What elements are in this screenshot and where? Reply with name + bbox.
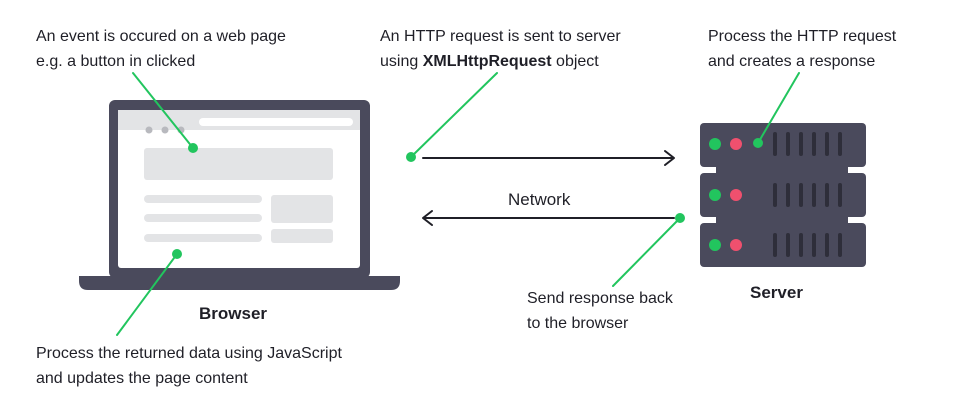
update-line-1: Process the returned data using JavaScri… bbox=[36, 345, 342, 362]
response-line-2: to the browser bbox=[527, 315, 629, 332]
network-label: Network bbox=[508, 190, 571, 209]
response-annotation: Send response back to the browser bbox=[527, 286, 673, 336]
xmlhttprequest-term: XMLHttpRequest bbox=[422, 53, 552, 70]
update-line-2: and updates the page content bbox=[36, 370, 248, 387]
process-annotation: Process the HTTP request and creates a r… bbox=[708, 24, 896, 74]
process-line-1: Process the HTTP request bbox=[708, 28, 897, 45]
event-callout-dot bbox=[188, 143, 198, 153]
request-line-2-suffix: object bbox=[551, 53, 599, 70]
request-arrowhead bbox=[664, 150, 675, 166]
response-callout-line bbox=[612, 217, 681, 287]
process-callout-dot bbox=[753, 138, 763, 148]
response-callout-dot bbox=[675, 213, 685, 223]
server-label: Server bbox=[750, 283, 803, 302]
process-callout-line bbox=[757, 72, 800, 144]
request-annotation: An HTTP request is sent to server using … bbox=[380, 24, 621, 74]
request-line-2: using XMLHttpRequest object bbox=[380, 49, 621, 74]
request-line-1: An HTTP request is sent to server bbox=[380, 28, 621, 45]
server-icon bbox=[700, 123, 866, 267]
event-callout-line bbox=[132, 72, 194, 149]
request-callout-dot bbox=[406, 152, 416, 162]
event-annotation: An event is occured on a web page e.g. a… bbox=[36, 24, 286, 74]
update-annotation: Process the returned data using JavaScri… bbox=[36, 341, 342, 391]
request-line-2-prefix: using bbox=[380, 53, 423, 70]
request-callout-line bbox=[410, 72, 498, 158]
update-callout-line bbox=[116, 253, 178, 336]
event-line-2: e.g. a button in clicked bbox=[36, 53, 196, 70]
event-line-1: An event is occured on a web page bbox=[36, 28, 286, 45]
browser-label: Browser bbox=[199, 304, 268, 323]
response-line-1: Send response back bbox=[527, 290, 673, 307]
response-arrowhead bbox=[422, 210, 433, 226]
update-callout-dot bbox=[172, 249, 182, 259]
process-line-2: and creates a response bbox=[708, 53, 876, 70]
laptop-icon bbox=[79, 100, 400, 290]
